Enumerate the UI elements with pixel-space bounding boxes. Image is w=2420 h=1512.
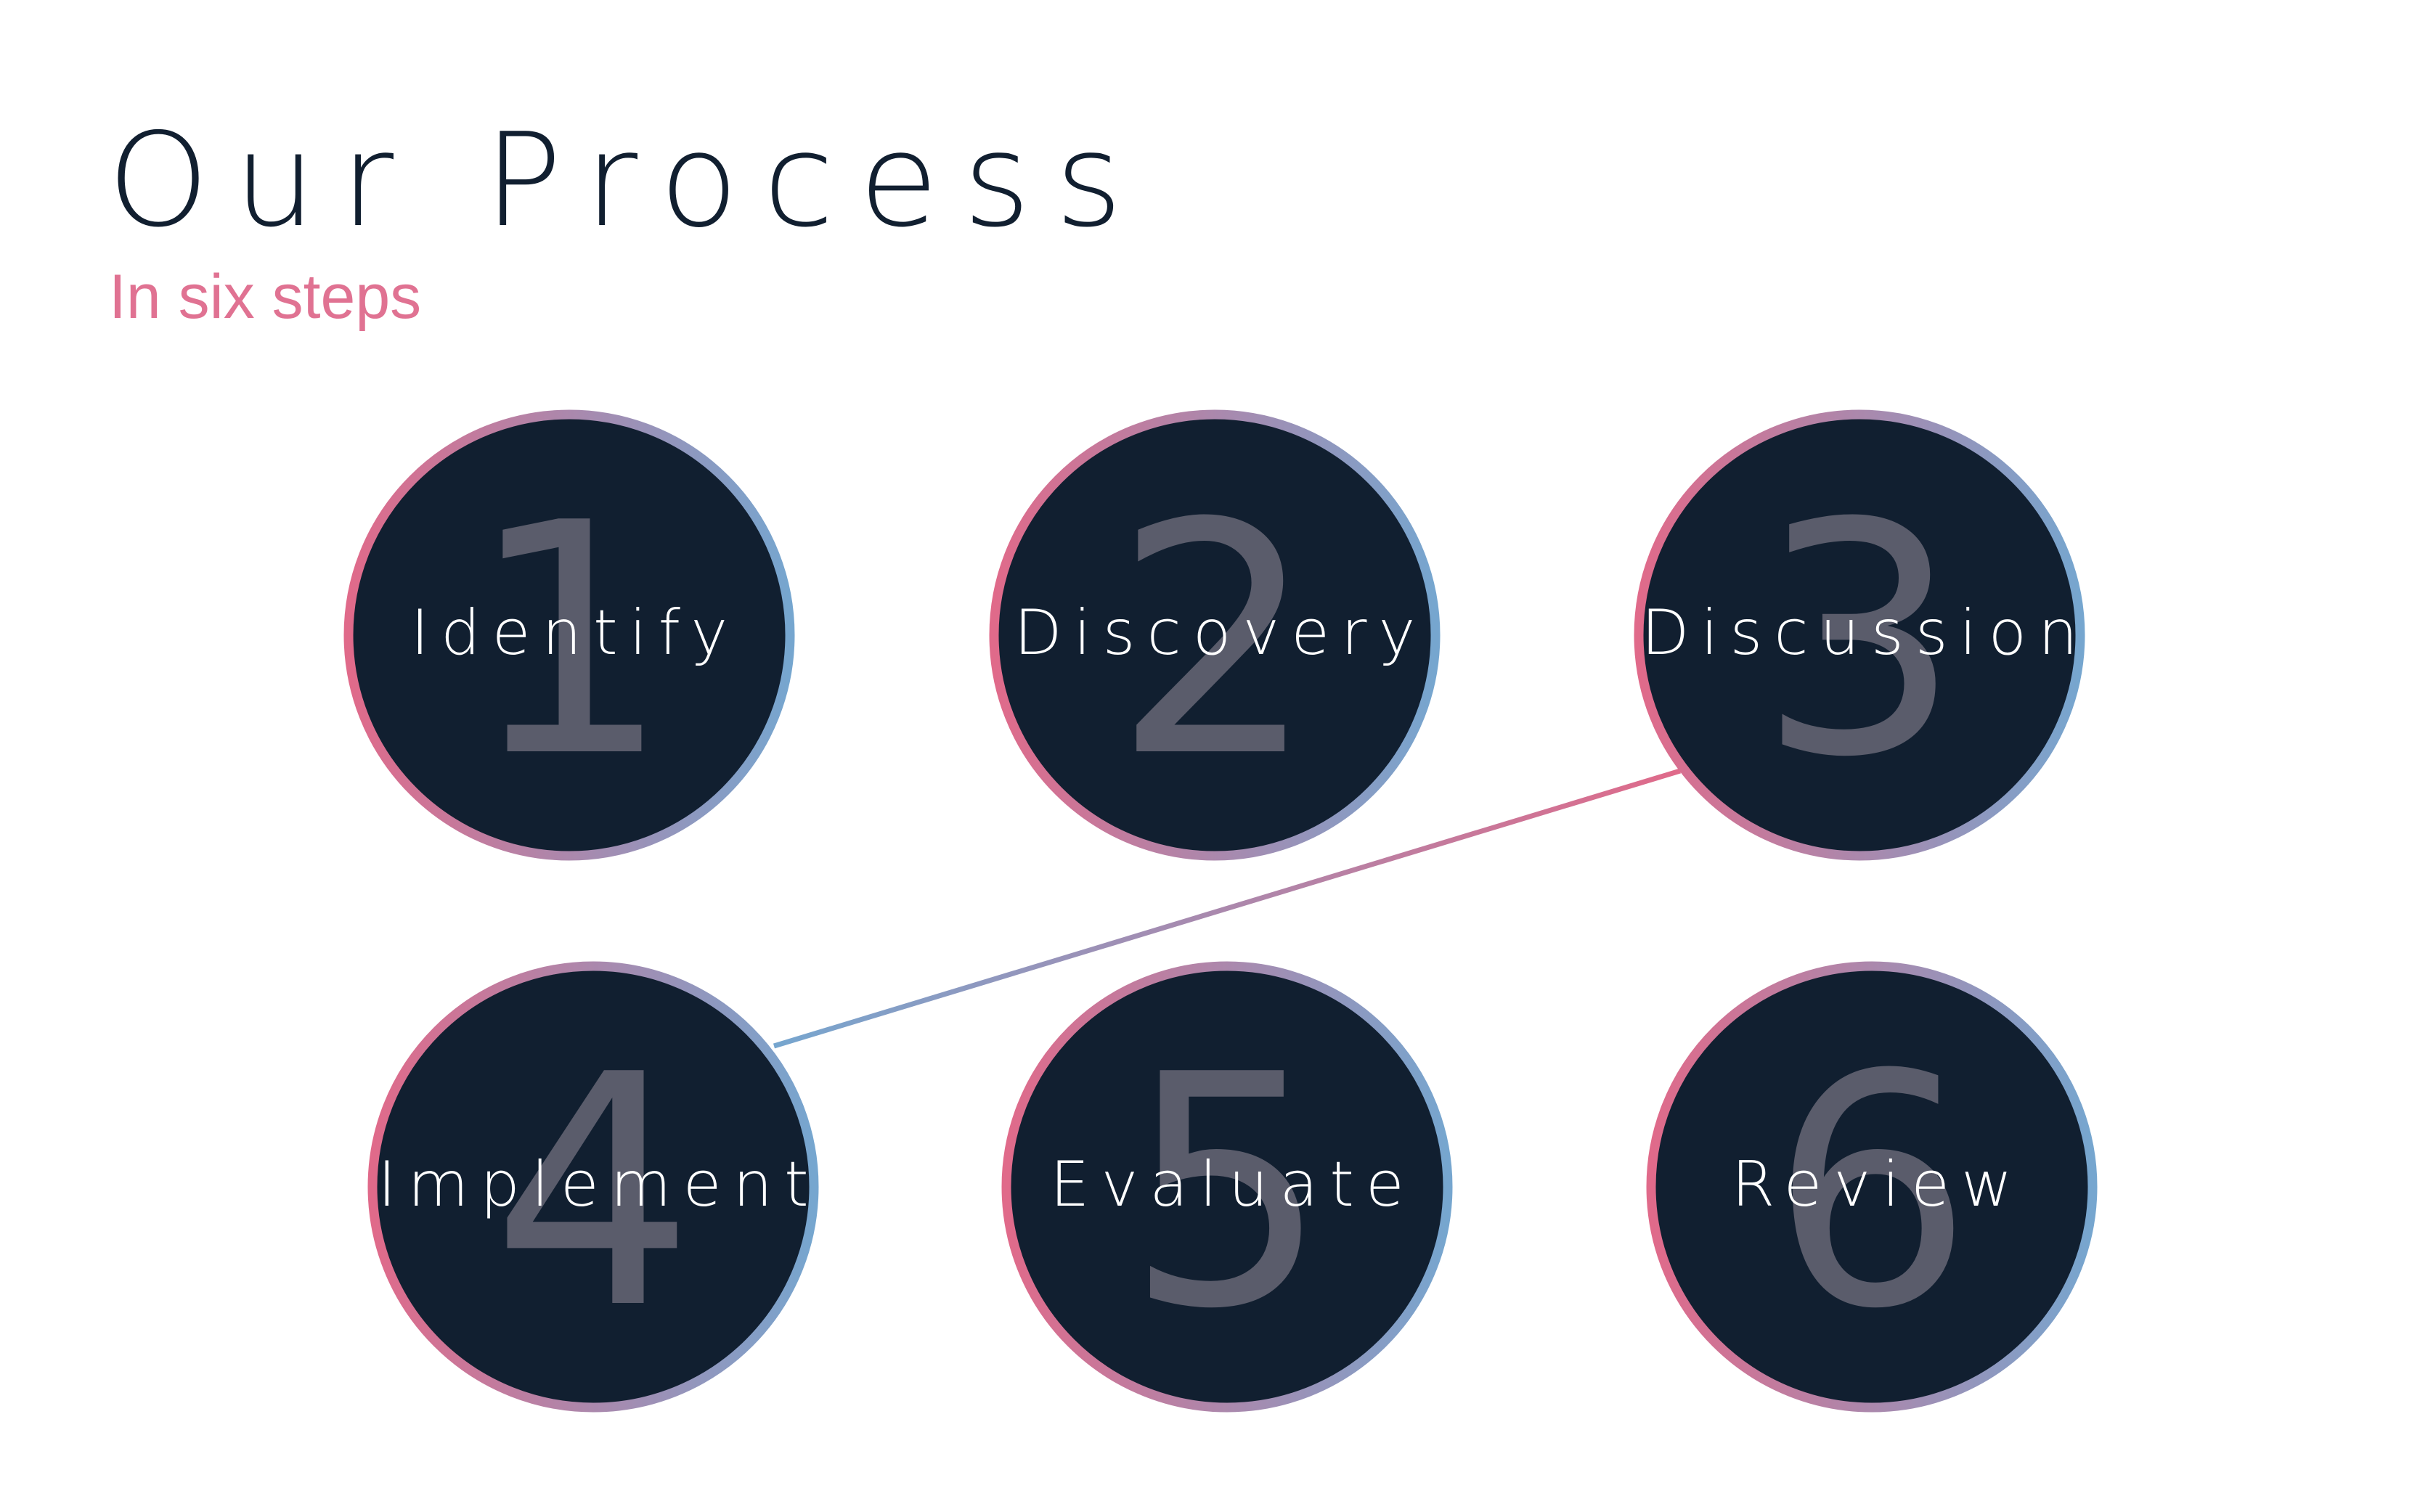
step-number: 2 bbox=[1113, 455, 1316, 827]
step-label: Discussion bbox=[1641, 597, 2089, 669]
step-circle bbox=[343, 409, 795, 861]
step-number: 4 bbox=[492, 1007, 695, 1378]
connector-3-4 bbox=[773, 768, 1682, 1049]
page-title: Our Process bbox=[107, 105, 1147, 256]
step-label: Implement bbox=[378, 1148, 820, 1221]
step-circle bbox=[367, 961, 819, 1413]
step-label: Evaluate bbox=[1050, 1148, 1416, 1221]
step-circle bbox=[1001, 961, 1453, 1413]
step-number: 5 bbox=[1125, 1007, 1329, 1378]
step-circle bbox=[1634, 409, 2085, 861]
page-subtitle: In six steps bbox=[109, 262, 422, 332]
step-number: 6 bbox=[1770, 1007, 1973, 1378]
step-label: Identify bbox=[411, 597, 740, 669]
step-circle bbox=[1646, 961, 2098, 1413]
step-circle bbox=[989, 409, 1441, 861]
step-label: Review bbox=[1732, 1148, 2024, 1221]
step-label: Discovery bbox=[1014, 597, 1427, 669]
step-number: 1 bbox=[468, 455, 671, 827]
connector-lines bbox=[773, 632, 1682, 1199]
step-number: 3 bbox=[1758, 455, 1961, 827]
